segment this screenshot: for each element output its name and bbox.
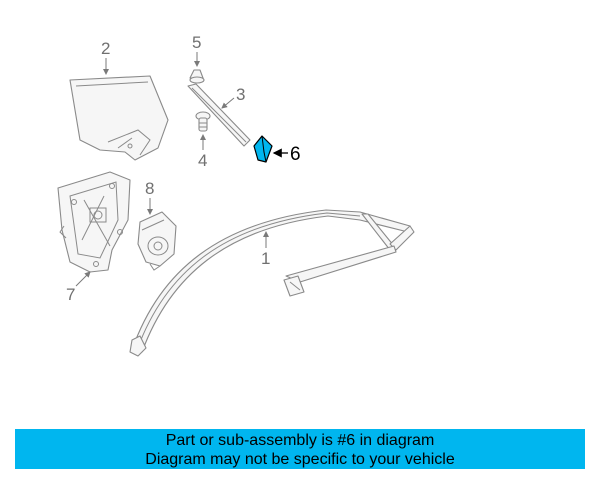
- part-1-frame-seal: 1: [129, 209, 415, 357]
- callout-4: 4: [198, 151, 207, 170]
- callout-5: 5: [192, 33, 201, 52]
- part-4-bolt: 4: [195, 111, 211, 170]
- callout-2: 2: [101, 39, 110, 58]
- parts-diagram: 2 5 4 3 6: [57, 33, 415, 357]
- callout-3: 3: [236, 85, 245, 104]
- part-8-motor: 8: [137, 179, 177, 271]
- part-5-clip: 5: [189, 33, 205, 84]
- part-6-bracket-highlighted: 6: [253, 135, 301, 165]
- info-banner: Part or sub-assembly is #6 in diagram Di…: [15, 429, 585, 469]
- banner-line-1: Part or sub-assembly is #6 in diagram: [165, 432, 435, 449]
- part-2-quarter-glass: 2: [69, 39, 169, 161]
- callout-7: 7: [66, 285, 75, 304]
- callout-8: 8: [145, 179, 154, 198]
- callout-1: 1: [261, 249, 270, 268]
- part-7-window-regulator: 7: [57, 171, 131, 304]
- part-3-trim-strip: 3: [187, 83, 251, 147]
- banner-line-2: Diagram may not be specific to your vehi…: [145, 451, 455, 468]
- callout-6: 6: [290, 144, 301, 165]
